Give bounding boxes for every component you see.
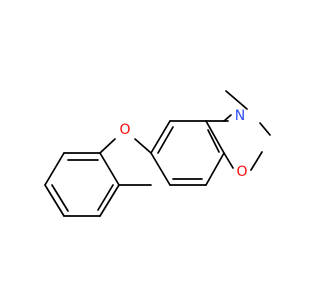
bond-inner-line xyxy=(157,126,174,154)
bond xyxy=(134,138,152,154)
bond xyxy=(44,152,65,186)
bond xyxy=(150,120,171,154)
atom-label-oxygen-furan: O xyxy=(119,122,130,138)
atom-label-nitrogen: N xyxy=(235,108,245,124)
bond xyxy=(223,114,232,122)
bond xyxy=(44,184,65,217)
bond xyxy=(205,120,225,154)
bond-inner-line xyxy=(51,184,69,212)
molecule-drawing: O N O xyxy=(44,90,271,217)
bond-lines xyxy=(44,90,271,217)
structure-canvas: O N O xyxy=(44,90,271,217)
bond-inner-line xyxy=(97,184,114,211)
bond xyxy=(225,90,248,110)
bond xyxy=(99,152,120,186)
bond xyxy=(250,151,263,171)
bond xyxy=(205,152,225,186)
bond xyxy=(150,152,171,186)
bond xyxy=(223,152,234,169)
bond xyxy=(259,122,271,136)
bond xyxy=(99,184,120,217)
bond xyxy=(99,138,116,154)
atom-label-oxygen-methoxy: O xyxy=(236,164,247,180)
bond-inner-line xyxy=(207,129,220,153)
